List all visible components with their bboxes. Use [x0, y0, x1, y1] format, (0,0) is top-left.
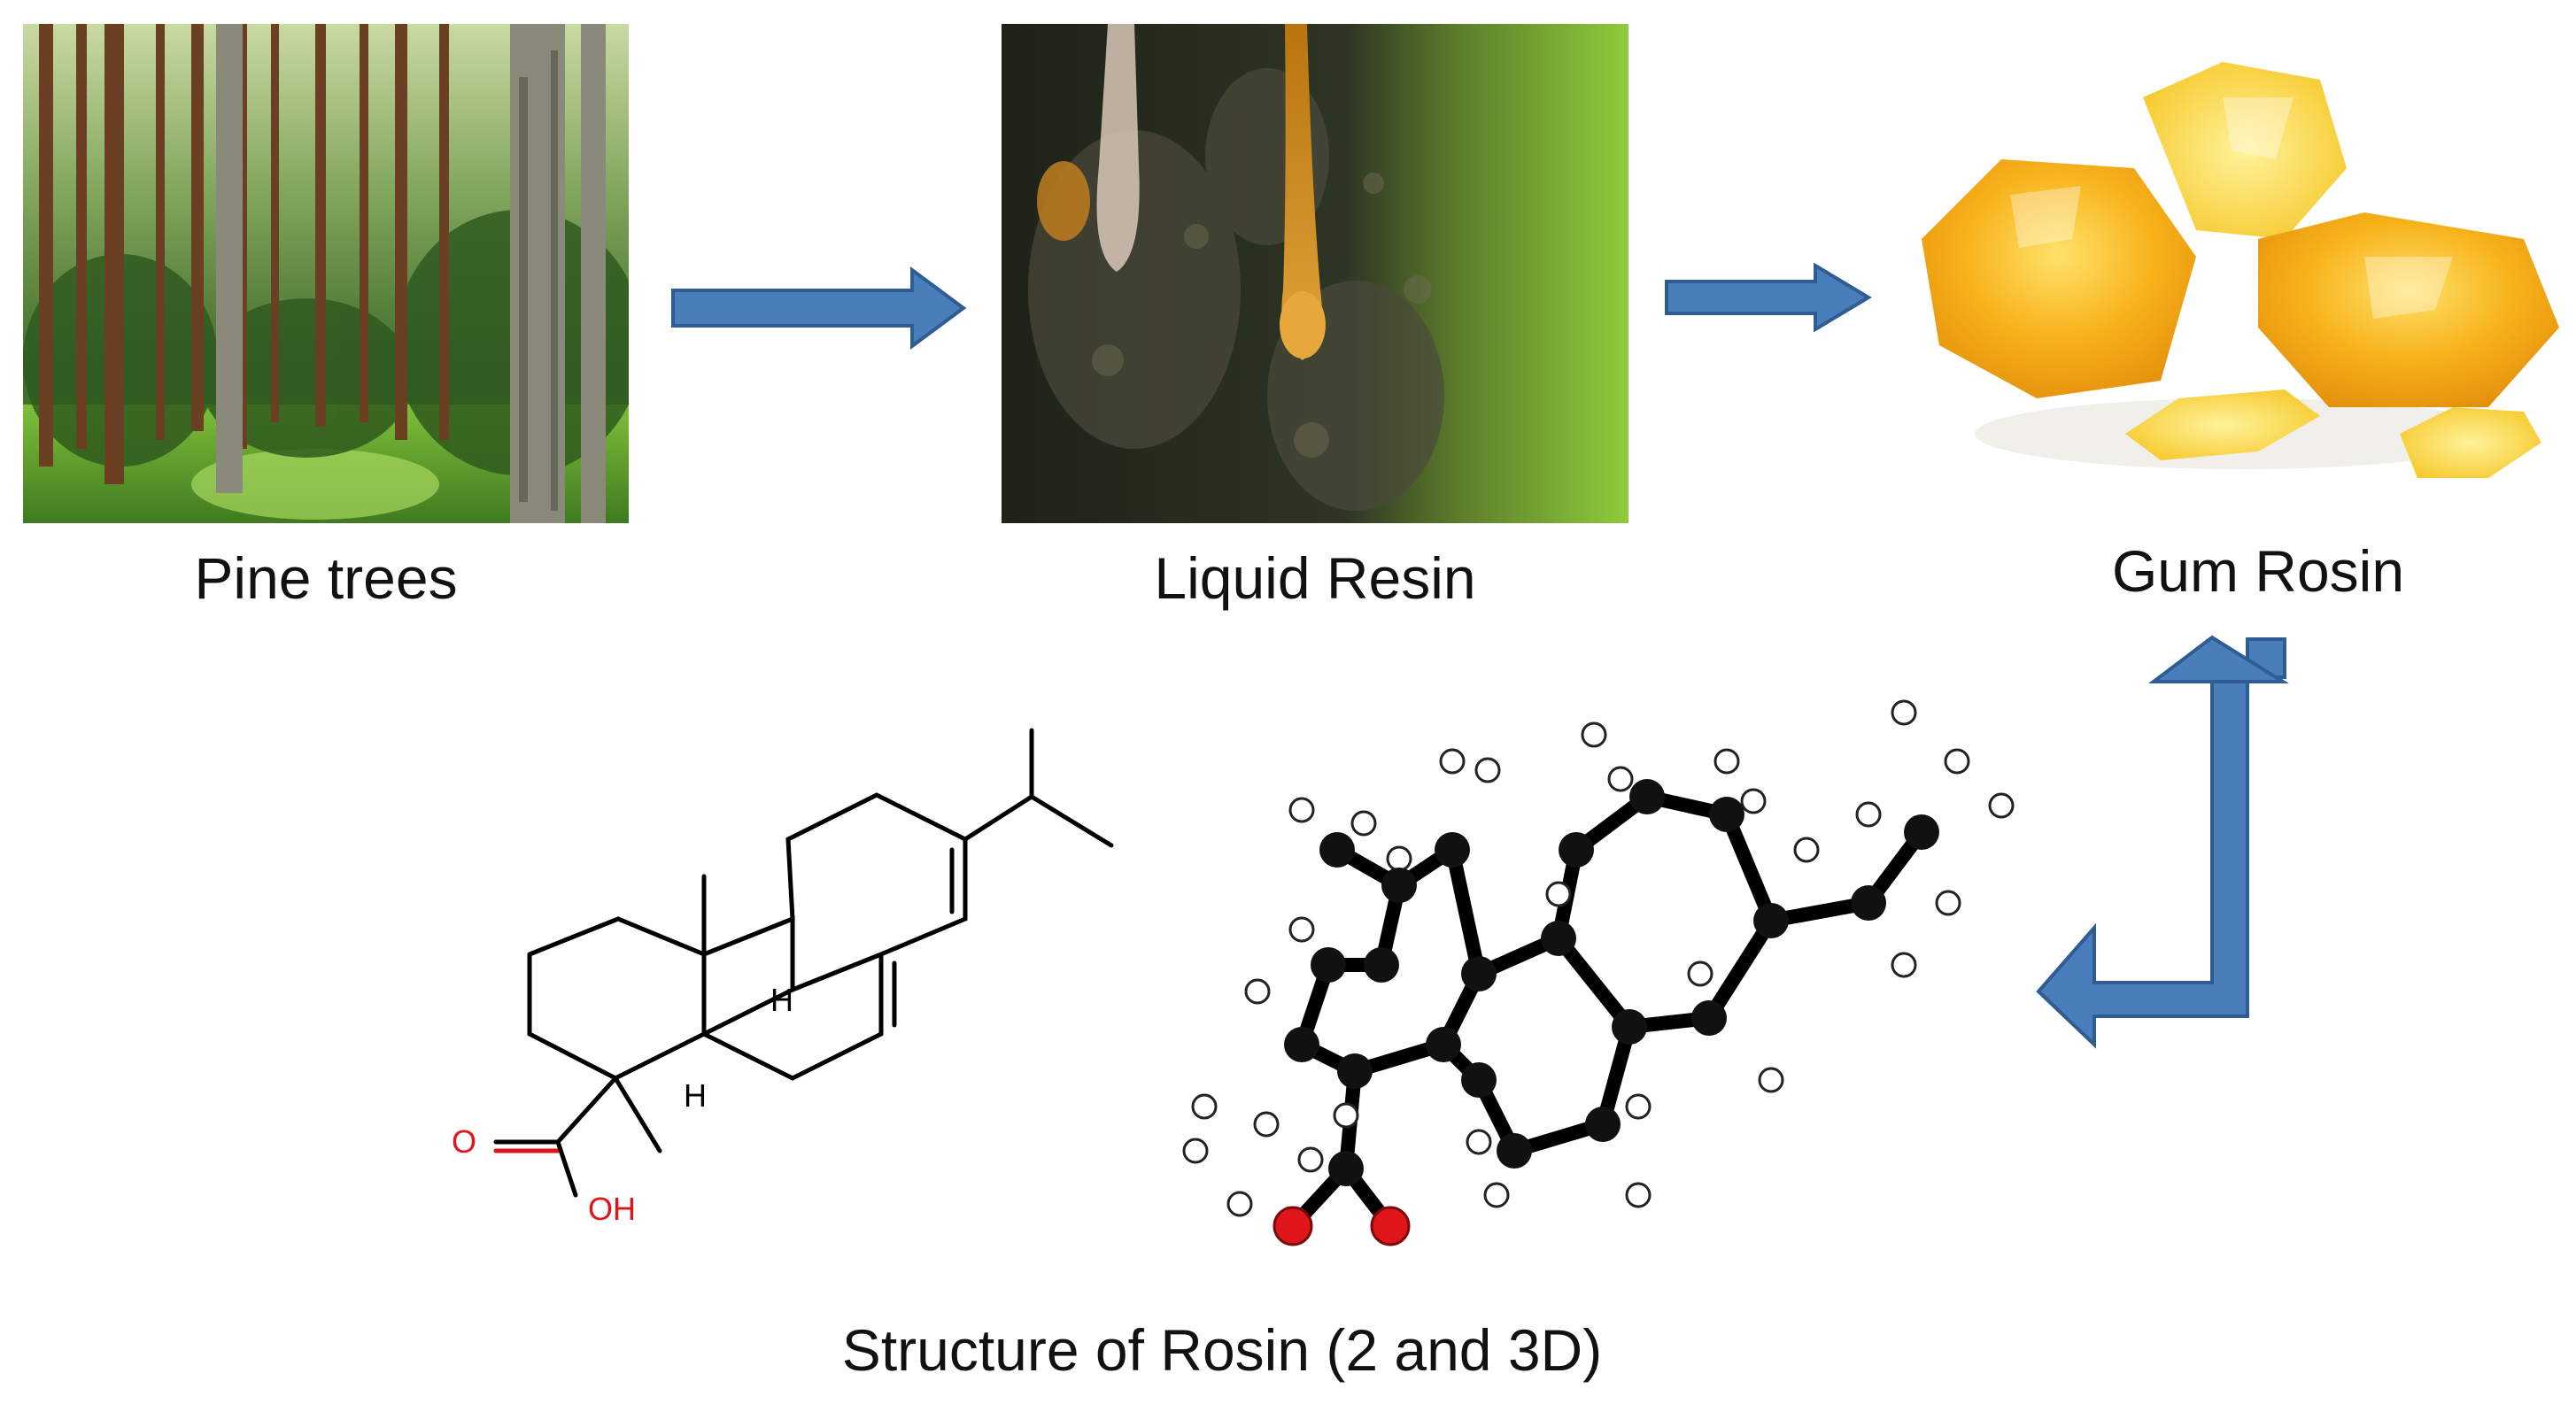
pine-trees-label: Pine trees	[194, 545, 458, 611]
carbonyl-oxygen-label: O	[452, 1123, 476, 1160]
arrow-rosin-structure-bidirectional	[2036, 637, 2286, 1049]
rosin-2d-structure	[493, 728, 1114, 1198]
arrow-resin-to-rosin	[1665, 262, 1872, 333]
gum-rosin-label: Gum Rosin	[2111, 538, 2405, 604]
rosin-3d-structure	[1182, 699, 2015, 1246]
structure-of-rosin-label: Structure of Rosin (2 and 3D)	[841, 1317, 1603, 1383]
hydrogen-label-lower: H	[684, 1077, 707, 1114]
liquid-resin-label: Liquid Resin	[1154, 545, 1476, 611]
arrow-pine-to-resin	[671, 266, 967, 350]
gum-rosin-image	[1904, 62, 2568, 522]
hydrogen-label-upper: H	[770, 982, 793, 1018]
liquid-resin-image	[1002, 24, 1628, 523]
hydroxyl-label: OH	[588, 1191, 636, 1227]
pine-trees-image	[23, 24, 629, 523]
arrow-up-head	[2148, 635, 2289, 683]
